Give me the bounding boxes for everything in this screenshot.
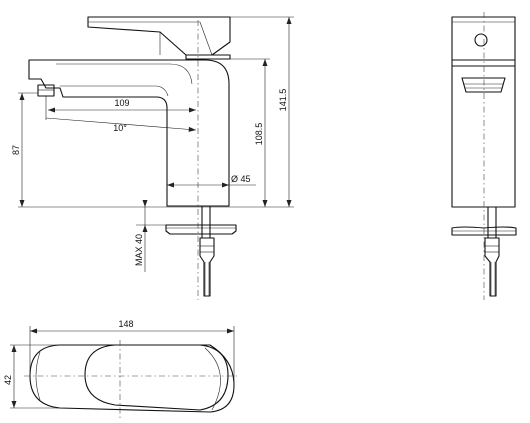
top-view (24, 340, 240, 418)
faucet-body (29, 60, 229, 206)
side-aerator (462, 78, 505, 92)
top-dimensions: 148 42 (3, 319, 234, 408)
aerator (38, 85, 54, 96)
handle-width-label: 42 (3, 375, 13, 385)
side-lever-hole (475, 34, 487, 46)
side-view (452, 12, 516, 300)
mounting-rod (202, 206, 210, 238)
spout-angle-label: 10° (113, 123, 127, 133)
side-lever (452, 17, 515, 60)
spout-reach-label: 109 (114, 98, 129, 108)
mounting-washer (166, 225, 236, 234)
body-height-label: 108.5 (254, 123, 264, 146)
top-body-outline (30, 345, 234, 412)
lever-handle (88, 17, 230, 55)
cartridge-cap (186, 55, 230, 59)
body-diameter-label: Ø 45 (231, 174, 251, 184)
front-view (29, 17, 236, 300)
total-height-label: 141.5 (278, 89, 288, 112)
spout-height-label: 87 (11, 145, 21, 155)
side-body (452, 66, 515, 207)
overall-length-label: 148 (118, 319, 133, 329)
max-thickness-label: MAX 40 (134, 234, 144, 266)
front-dimensions: 141.5 108.5 87 109 10° Ø 45 MAX 40 (11, 17, 294, 272)
top-lever (85, 345, 228, 410)
